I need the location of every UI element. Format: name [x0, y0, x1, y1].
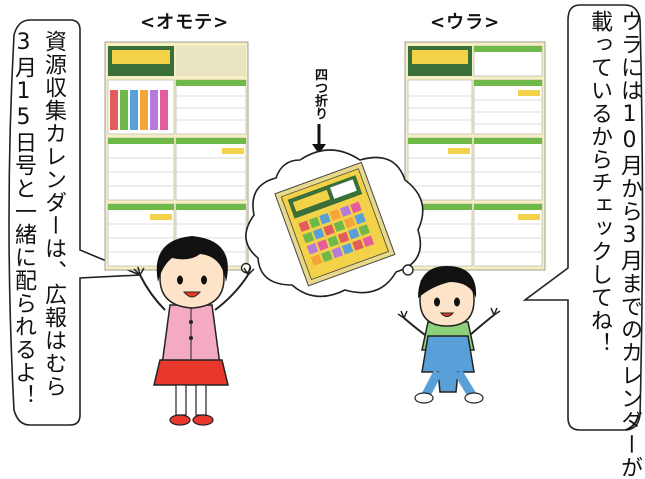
left-speech-bubble: [8, 19, 141, 426]
front-side-heading: <オモテ>: [140, 12, 230, 33]
right-speech-bubble: [522, 4, 644, 431]
right-speech-line-1: ウラには10月から3月までのカレンダーが: [617, 10, 642, 479]
folded-calendar: [274, 161, 396, 287]
calendar-back-sheet: [404, 41, 546, 271]
girl-character: [133, 236, 255, 426]
fold-arrow-icon: [312, 124, 326, 154]
back-side-heading: <ウラ>: [430, 12, 501, 33]
boy-character: [397, 266, 501, 404]
calendar-front-sheet: [104, 41, 249, 271]
left-speech-line-1: 資源収集カレンダーは、広報はむら: [41, 30, 66, 398]
left-speech-line-2: 3月15日号と一緒に配られるよ！: [11, 30, 36, 407]
left-speech-text: 資源収集カレンダーは、広報はむら 3月15日号と一緒に配られるよ！: [8, 30, 68, 407]
right-speech-line-2: 載っているからチェックしてね！: [587, 10, 612, 355]
scene-drawing: [8, 4, 644, 431]
fold-label: 四つ折り: [312, 68, 327, 120]
illustration: <オモテ> <ウラ> 四つ折り 資源収集カレンダーは、広報はむら 3月15日号と…: [8, 4, 644, 479]
right-speech-text: ウラには10月から3月までのカレンダーが 載っているからチェックしてね！: [584, 10, 644, 479]
